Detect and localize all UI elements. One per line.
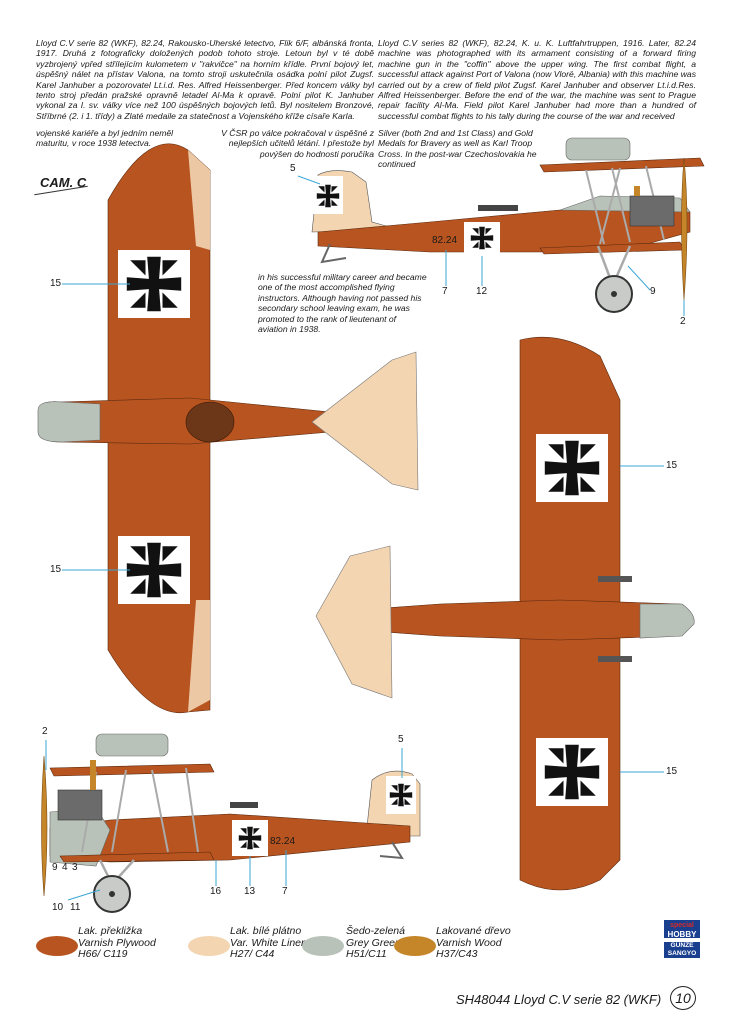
side-view-bottom: 82.24 — [41, 733, 421, 913]
callout-11: 11 — [70, 902, 81, 913]
callout-15-c: 15 — [666, 460, 678, 471]
callout-5-top: 5 — [290, 163, 296, 174]
callout-9-top: 9 — [650, 286, 656, 297]
bottom-view — [315, 336, 695, 891]
czech-description-right: V ČSR po válce pokračoval v úspěšné z ne… — [221, 128, 374, 159]
footer-title: SH48044 Lloyd C.V serie 82 (WKF) — [456, 992, 662, 1007]
swatch-linen — [188, 936, 230, 956]
page-number: 10 — [670, 986, 696, 1010]
callout-5-bottom: 5 — [398, 734, 404, 745]
gun-coffin-bottom — [95, 733, 169, 757]
callout-13: 13 — [244, 886, 256, 897]
callout-9-bottom: 9 — [52, 862, 58, 873]
swatch-grey-green — [302, 936, 344, 956]
callout-16: 16 — [210, 886, 222, 897]
czech-description: Lloyd C.V serie 82 (WKF), 82.24, Rakousk… — [36, 38, 374, 121]
callout-3: 3 — [72, 862, 78, 873]
top-view — [37, 143, 419, 714]
callout-2-top: 2 — [680, 316, 686, 327]
callout-4: 4 — [62, 862, 68, 873]
callout-12: 12 — [476, 286, 488, 297]
swatch-plywood — [36, 936, 78, 956]
serial-top: 82.24 — [432, 235, 457, 246]
serial-bottom: 82.24 — [270, 836, 295, 847]
callout-15-b: 15 — [50, 564, 62, 575]
callout-lines — [45, 175, 685, 901]
callout-10: 10 — [52, 902, 64, 913]
english-description: Lloyd C.V series 82 (WKF), 82.24, K. u. … — [378, 38, 696, 121]
gun-coffin — [565, 137, 631, 161]
english-description-middle: in his successful military career and be… — [258, 272, 427, 335]
callout-7-bottom: 7 — [282, 886, 288, 897]
callout-7-top: 7 — [442, 286, 448, 297]
callout-15-d: 15 — [666, 766, 678, 777]
swatch-wood — [394, 936, 436, 956]
callout-15-a: 15 — [50, 278, 62, 289]
camo-label: CAM. C — [40, 175, 87, 190]
czech-description-left: vojenské kariéře a byl jedním neměl matu… — [36, 128, 174, 149]
side-view-top: 82.24 — [311, 137, 705, 313]
callout-2-bottom: 2 — [42, 726, 48, 737]
gunze-sangyo-logo: GUNZE SANGYO — [664, 942, 700, 958]
english-description-continued: Silver (both 2nd and 1st Class) and Gold… — [378, 128, 537, 170]
